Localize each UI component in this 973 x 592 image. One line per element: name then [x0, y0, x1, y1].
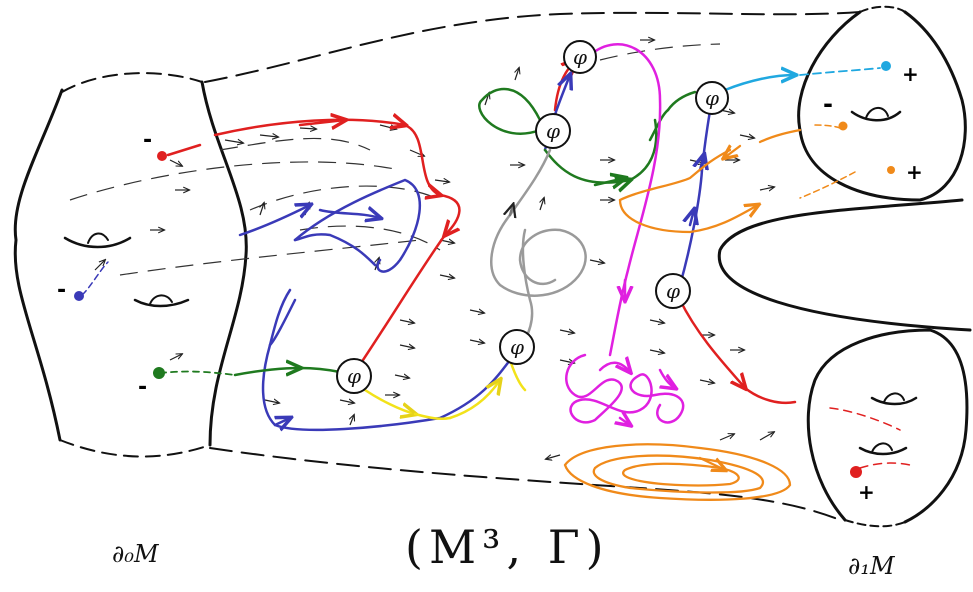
- vertex-phi-label: φ: [705, 86, 719, 110]
- vertex-phi-5: [695, 81, 729, 115]
- vertex-phi-3: [535, 113, 571, 149]
- sign-red-right: +: [858, 480, 875, 504]
- vertex-circles: [336, 40, 729, 394]
- vertex-phi-label: φ: [666, 279, 680, 303]
- background-flow-lines: [69, 43, 721, 276]
- boundary-label-left: ∂₀M: [112, 540, 159, 568]
- vertex-phi-label: φ: [546, 119, 560, 143]
- sign-cyan-right: +: [902, 62, 919, 86]
- vertex-phi-4: [563, 40, 597, 74]
- sign-blue-left: -: [57, 278, 67, 303]
- cyan-curves: [723, 68, 881, 92]
- vertex-phi-label: φ: [573, 45, 587, 69]
- orange-point-right-top: [838, 121, 848, 131]
- vertex-labels: φ φ φ φ φ φ: [347, 45, 719, 388]
- boundary-points: [74, 61, 895, 478]
- red-point-right: [850, 466, 862, 478]
- red-point-left: [157, 151, 167, 161]
- cyan-point-right: [881, 61, 891, 71]
- sign-red-left: -: [143, 128, 153, 153]
- vertex-phi-2: [499, 329, 535, 365]
- vertex-phi-1: [336, 358, 372, 394]
- sign-green-left: -: [138, 375, 148, 400]
- vertex-phi-label: φ: [347, 364, 361, 388]
- boundary-label-right: ∂₁M: [848, 552, 895, 580]
- yellow-curves: [363, 358, 527, 421]
- magenta-curves: [565, 43, 685, 425]
- manifold-outline: [13, 5, 972, 528]
- orange-curves: [563, 124, 856, 501]
- sign-orange-right-mid: +: [906, 160, 923, 184]
- blue-curves: [81, 75, 714, 430]
- vertex-phi-label: φ: [510, 335, 524, 359]
- green-point-left: [153, 367, 165, 379]
- figure-caption: (M³, Γ): [405, 520, 610, 574]
- vertex-phi-6: [655, 273, 691, 309]
- blue-point-left: [74, 291, 84, 301]
- gray-knot: [490, 148, 587, 342]
- sign-orange-right-top: -: [823, 90, 833, 118]
- orange-point-right-mid: [887, 166, 895, 174]
